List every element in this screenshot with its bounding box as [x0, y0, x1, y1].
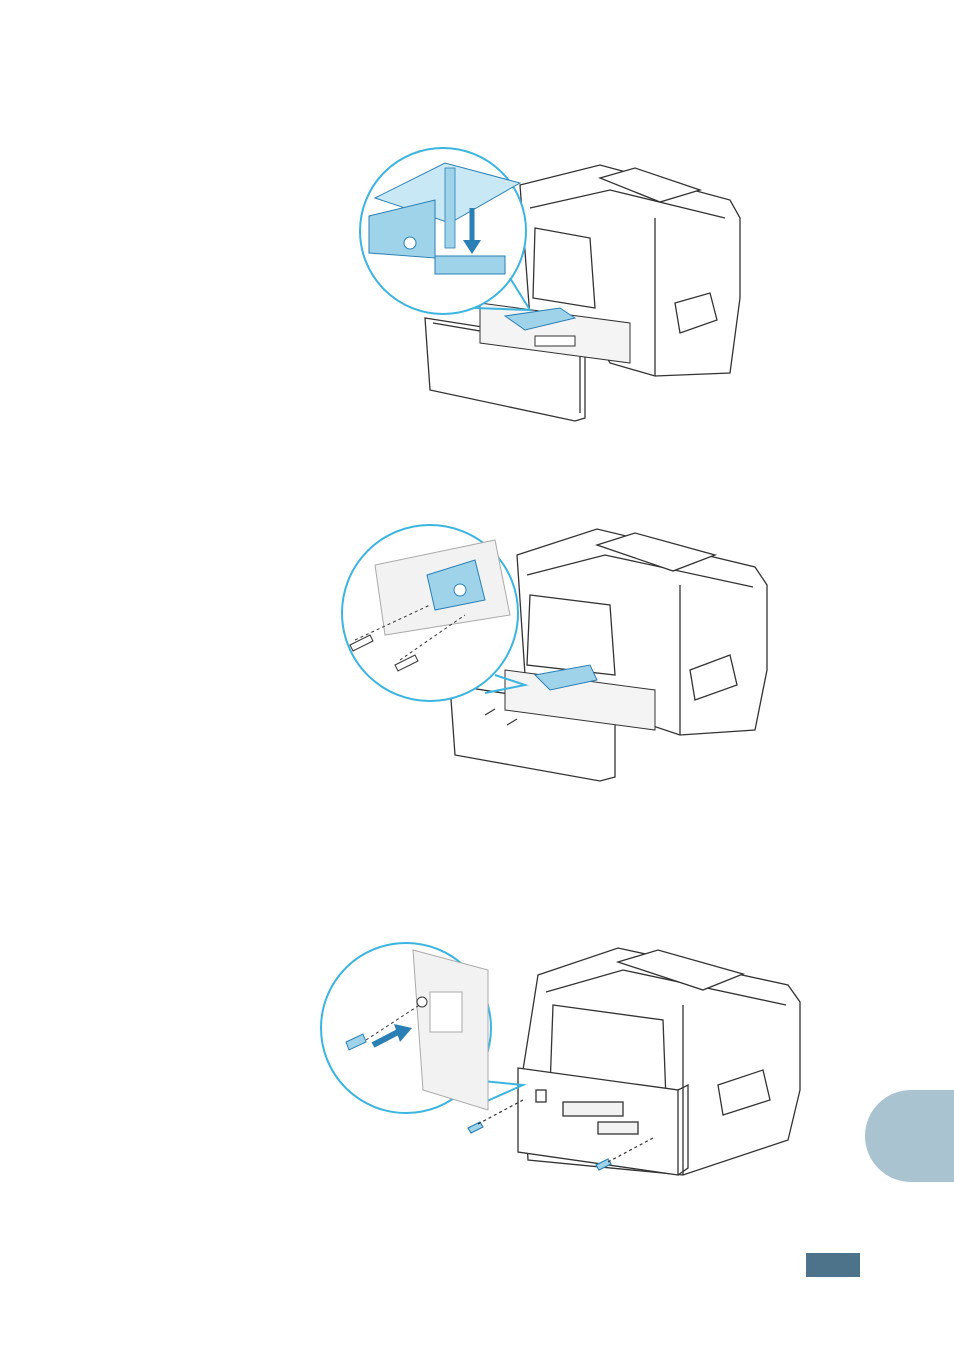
callout-magnifier-icon [360, 148, 530, 314]
chapter-tab [865, 1090, 954, 1182]
cover-screws-illustration [318, 940, 808, 1180]
card-screws-illustration [335, 515, 775, 785]
network-card-insert-illustration [355, 138, 755, 428]
callout-magnifier-icon [342, 525, 525, 701]
page-number-box [806, 1253, 860, 1277]
callout-magnifier-icon [321, 943, 523, 1113]
